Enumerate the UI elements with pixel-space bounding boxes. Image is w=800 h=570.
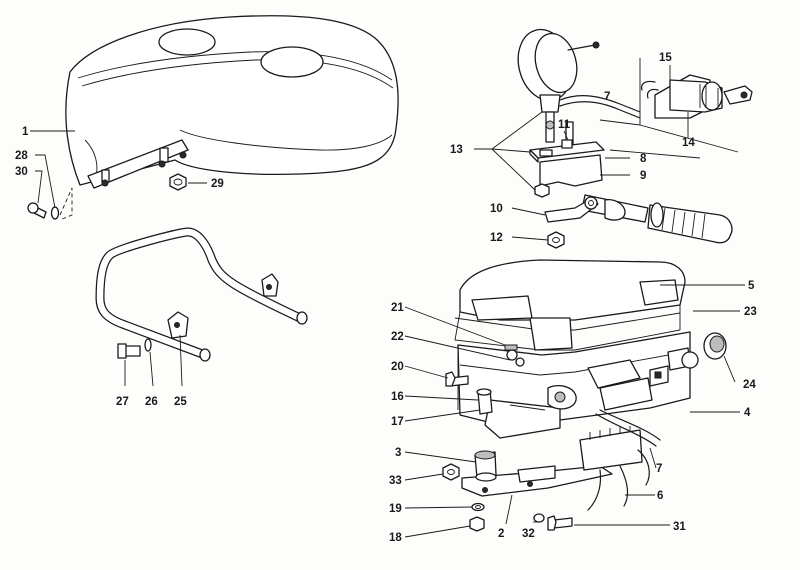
callout-28: 28	[15, 150, 28, 162]
callout-26: 26	[145, 396, 158, 408]
nut-18	[469, 516, 485, 532]
bolt-30	[27, 202, 47, 219]
callout-17: 17	[391, 416, 404, 428]
fastener-16-17	[476, 388, 493, 415]
callout-1: 1	[22, 126, 29, 138]
callout-2: 2	[498, 528, 504, 540]
callout-16: 16	[391, 391, 404, 403]
callout-9: 9	[640, 170, 646, 182]
wiring-7	[595, 409, 661, 447]
callout-labels: 1 28 30 29 27 26 25 13 11 8 9 10 12 15 1…	[15, 52, 757, 544]
callout-22: 22	[391, 331, 404, 343]
battery-box-lid-5	[454, 259, 686, 351]
washer-19	[471, 502, 485, 512]
hex-nut-29	[169, 173, 187, 191]
callout-3: 3	[395, 447, 401, 459]
handlebar-lines	[599, 58, 739, 159]
handlebar-grip-9	[581, 194, 733, 244]
washer-28	[50, 206, 60, 220]
regulator-6	[579, 426, 650, 511]
callout-31: 31	[673, 521, 686, 533]
bolt-27	[117, 343, 141, 359]
callout-11: 11	[558, 119, 571, 131]
callout-7b: 7	[656, 463, 662, 475]
round-mirror-lamp	[517, 28, 641, 119]
seat-cover-part	[65, 15, 399, 186]
callout-32: 32	[522, 528, 535, 540]
callout-8: 8	[640, 153, 647, 165]
mounting-tray-2	[461, 465, 613, 497]
callout-15: 15	[659, 52, 672, 64]
clamp-screws-11	[539, 139, 573, 157]
callout-5: 5	[748, 280, 755, 292]
callout-29: 29	[211, 178, 224, 190]
small-nut-13	[534, 183, 550, 198]
callout-13: 13	[450, 144, 463, 156]
grab-rail-25	[95, 227, 308, 362]
hinge-terminal-21-22	[504, 344, 525, 367]
seat-mount-bracket	[87, 139, 189, 189]
bolt-31	[547, 515, 573, 531]
callout-30: 30	[15, 166, 28, 178]
callout-10: 10	[490, 203, 503, 215]
callout-4: 4	[744, 407, 751, 419]
callout-21: 21	[391, 302, 404, 314]
callout-27: 27	[116, 396, 129, 408]
callout-6: 6	[657, 490, 663, 502]
nut-12	[547, 231, 565, 249]
screw-20	[445, 371, 469, 387]
callout-33: 33	[389, 475, 402, 487]
rubber-mount-3	[474, 450, 497, 482]
callout-23: 23	[744, 306, 757, 318]
battery-case-4	[457, 331, 691, 439]
mirror-clamp-bracket-8	[529, 111, 605, 187]
fuse-cap-23-24	[667, 332, 727, 371]
callout-19: 19	[389, 503, 402, 515]
washer-32	[533, 513, 545, 523]
callout-7a: 7	[604, 91, 610, 103]
nut-33	[442, 463, 460, 481]
callout-18: 18	[389, 532, 402, 544]
callout-12: 12	[490, 232, 503, 244]
callout-24: 24	[743, 379, 756, 391]
washer-26	[144, 338, 152, 352]
spacer-10	[544, 196, 599, 223]
ignition-switch-14	[640, 74, 753, 119]
callout-14: 14	[682, 137, 695, 149]
callout-20: 20	[391, 361, 404, 373]
callout-25: 25	[174, 396, 187, 408]
leader-lines	[30, 65, 745, 538]
